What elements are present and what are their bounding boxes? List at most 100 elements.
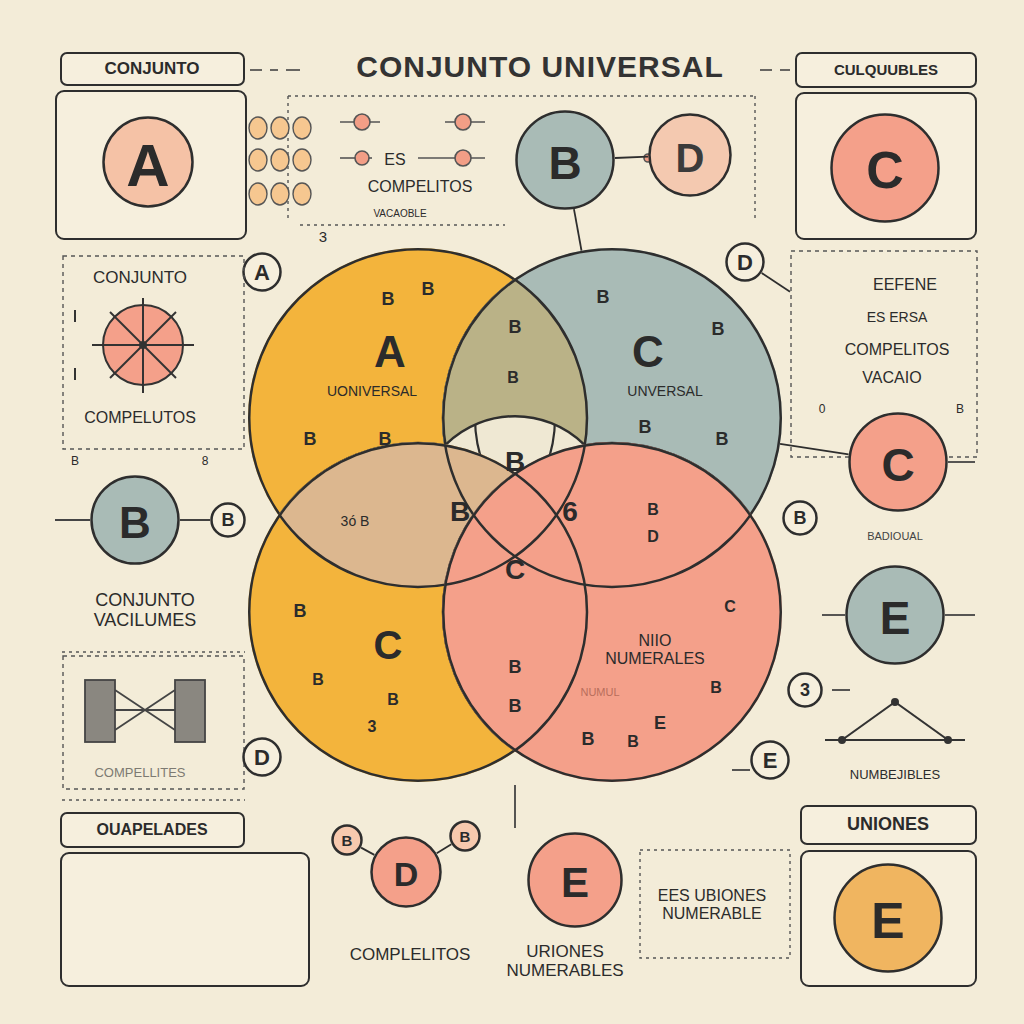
node-text: C (505, 555, 525, 586)
line-shape (514, 785, 516, 828)
node-text: A (126, 133, 169, 199)
ellipse-shape (249, 117, 267, 139)
letter-circle: E (833, 863, 943, 973)
circle-outline (847, 567, 944, 664)
panel-outline (801, 851, 976, 986)
tab-outline (61, 813, 244, 847)
circle-outline (752, 742, 789, 779)
callout-label: B (597, 288, 610, 308)
node-text: D (737, 251, 753, 275)
venn-fill (442, 442, 782, 782)
node-text: NIIO NUMERALES (600, 632, 710, 667)
circle-outline (789, 674, 822, 707)
tab-outline (61, 53, 244, 85)
letter-circle: B (515, 110, 615, 210)
callout-label: 3 (368, 718, 377, 736)
node-text: EEFENE (873, 276, 937, 294)
callout-label: URIONES NUMERABLES (503, 943, 628, 980)
ellipse-shape (271, 117, 289, 139)
tab-outline (801, 806, 976, 844)
callout-label: CONJUNTO VACILUMES (65, 591, 225, 631)
callout-circle: B (782, 500, 818, 536)
node-text: E (871, 894, 904, 949)
node-text: UONIVERSAL (327, 384, 417, 399)
callout-label: B (509, 658, 522, 678)
circle-shape (455, 150, 471, 166)
line-shape (74, 368, 76, 380)
circle-shape (140, 342, 146, 348)
path-shape (62, 651, 245, 652)
line-shape (115, 690, 175, 730)
node-text: 3 (800, 681, 810, 701)
circle-outline (372, 838, 441, 907)
dashed-frame (640, 850, 790, 958)
callout-circle: B (331, 824, 363, 856)
tab-outline (796, 53, 976, 87)
circle-outline (104, 118, 193, 207)
ellipse-shape (271, 183, 289, 205)
path-shape (300, 224, 505, 225)
ellipse-shape (293, 183, 311, 205)
circle-outline (835, 865, 942, 972)
node-text: 6 (562, 497, 578, 528)
circle-shape (839, 737, 845, 743)
tab-heading: CULQUUBLES (834, 62, 938, 79)
node-text: COMPELLITES (94, 766, 185, 780)
callout-label: E (654, 714, 666, 734)
tab-heading: CONJUNTO (104, 60, 199, 79)
path-shape (842, 702, 948, 740)
node-text: D (254, 746, 270, 770)
letter-circle: A (102, 116, 194, 208)
h-icon (85, 680, 205, 742)
node-text: A (374, 328, 406, 376)
ellipse-shape (271, 149, 289, 171)
node-text: B (505, 447, 525, 478)
connector-line (361, 848, 374, 855)
tab-heading: OUAPELADES (96, 821, 207, 839)
callout-label: B (71, 455, 79, 468)
panel-outline (61, 853, 309, 986)
callout-label: B (509, 697, 522, 717)
node-text: E (763, 749, 778, 773)
tab-panel: CULQUUBLESC (795, 52, 977, 242)
callout-circle: E (750, 740, 790, 780)
rect-shape (640, 850, 790, 958)
node-text: B (548, 138, 581, 189)
dashed-outline (63, 256, 244, 449)
line-shape (115, 317, 171, 373)
node-text: C (374, 623, 403, 667)
callout-label: B (304, 430, 317, 450)
node-text: B (450, 497, 470, 528)
letter-circle: E (845, 565, 945, 665)
node-text: C (632, 328, 664, 376)
triangle-icon (825, 699, 965, 743)
diagram-title: CONJUNTO UNIVERSAL (356, 50, 723, 83)
circle-outline (832, 115, 939, 222)
line-shape (55, 519, 90, 521)
callout-label: B (627, 733, 639, 751)
node-text: C (881, 440, 914, 491)
callout-label: 3 (319, 229, 327, 246)
line-shape (286, 69, 300, 71)
circle-outline (244, 739, 281, 776)
callout-label: EES UBIONES NUMERABLE (653, 887, 771, 922)
node-text: E (561, 860, 589, 906)
path-shape (754, 96, 755, 222)
node-text: B (794, 509, 807, 529)
callout-label: 0 (819, 403, 826, 416)
callout-circle: B (449, 820, 481, 852)
circle-outline (850, 414, 947, 511)
callout-label: B (379, 430, 392, 450)
circle-outline (451, 822, 480, 851)
line-shape (270, 69, 278, 71)
panel-outline (796, 93, 976, 239)
callout-circle: D (242, 737, 282, 777)
node-text: CONJUNTO (93, 269, 187, 288)
callout-label: 8 (202, 455, 209, 468)
node-text: B (119, 499, 151, 547)
bead-grid (249, 117, 311, 205)
callout-label: B (387, 691, 399, 709)
callout-label: COMPLELITOS (350, 946, 471, 965)
callout-label: B (382, 290, 395, 310)
